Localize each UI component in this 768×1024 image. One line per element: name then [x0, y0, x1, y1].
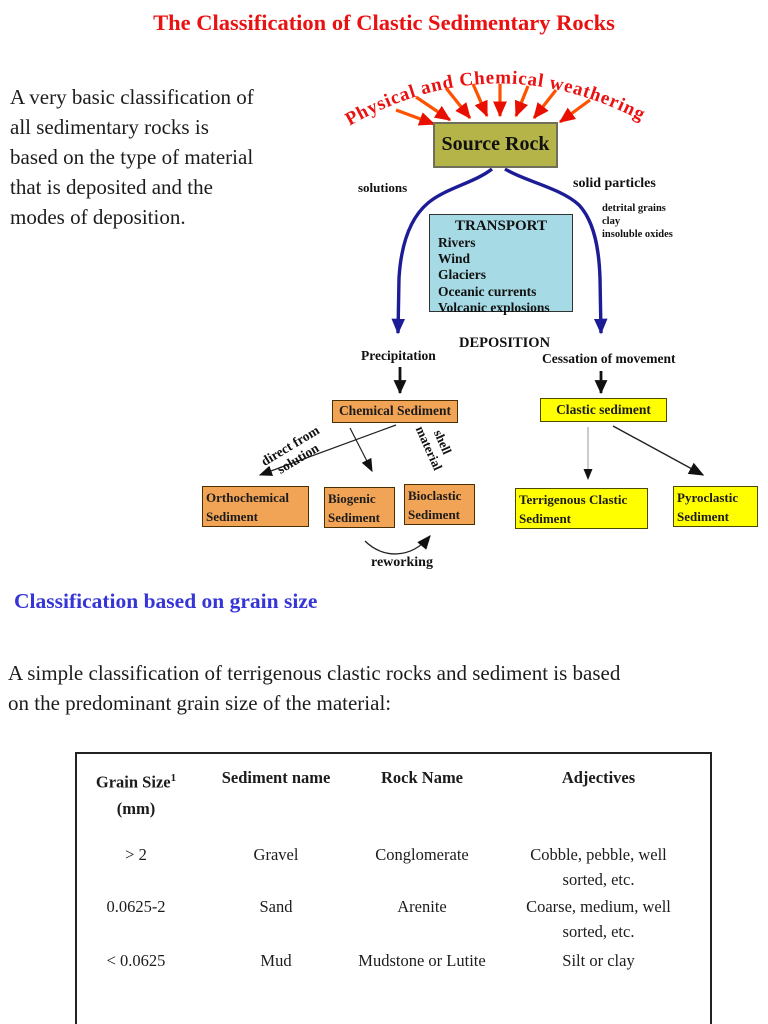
table-cell-grain-size: < 0.0625 [106, 951, 166, 970]
intro-line: modes of deposition. [10, 205, 186, 229]
column-header-sediment: Sediment name [221, 768, 331, 787]
intro-line: based on the type of material [10, 145, 254, 169]
pyroclastic-sediment-box: Pyroclastic Sediment [673, 486, 758, 527]
orthochemical-sediment-box: Orthochemical Sediment [202, 486, 309, 527]
page-title: The Classification of Clastic Sedimentar… [153, 10, 615, 35]
weathering-arc-label: Physical and Chemical weathering [342, 67, 649, 130]
column-header-rock: Rock Name [380, 768, 464, 787]
table-cell-grain-size: 0.0625-2 [106, 897, 166, 916]
table-cell-rock: Conglomerate [375, 845, 469, 864]
grain-size-table: Grain Size1 (mm) Sediment name Rock Name… [75, 752, 712, 1024]
deposition-label: DEPOSITION [459, 335, 551, 351]
solutions-label: solutions [358, 180, 408, 195]
table-cell-adjectives: Coarse, medium, well sorted, etc. [526, 897, 671, 941]
table-cell-adjectives: Silt or clay [562, 951, 635, 970]
table-cell-sediment: Mud [260, 951, 292, 970]
table-cell-rock: Arenite [397, 897, 447, 916]
transport-title: TRANSPORT [455, 218, 547, 234]
clastic-sediment-box: Clastic sediment [540, 398, 667, 422]
section-intro-paragraph: A simple classification of terrigenous c… [8, 658, 766, 718]
branch-arrows [258, 424, 705, 555]
table-cell-adjectives: Cobble, pebble, well sorted, etc. [530, 845, 667, 889]
terrigenous-clastic-sediment-box: Terrigenous Clastic Sediment [515, 488, 648, 529]
particle-types-list: detrital grains clay insoluble oxides [602, 202, 673, 242]
transport-item: Volcanic explosions [438, 299, 550, 315]
particle-type: clay [602, 216, 621, 228]
table-cell-grain-size: > 2 [125, 845, 147, 864]
intro-paragraph: A very basic classification of all sedim… [10, 82, 350, 232]
intro-line: all sedimentary rocks is [10, 115, 209, 139]
transport-path-arrows [391, 167, 608, 335]
chemical-sediment-box: Chemical Sediment [332, 400, 458, 423]
table-cell-rock: Mudstone or Lutite [358, 951, 486, 970]
section-intro-line: on the predominant grain size of the mat… [8, 691, 392, 715]
source-rock-box: Source Rock [433, 122, 558, 168]
section-heading: Classification based on grain size [14, 589, 318, 613]
transport-item: Wind [438, 251, 471, 267]
table-cell-sediment: Gravel [253, 845, 299, 864]
section-intro-line: A simple classification of terrigenous c… [8, 661, 621, 685]
intro-line: that is deposited and the [10, 175, 213, 199]
bioclastic-sediment-box: Bioclastic Sediment [404, 484, 475, 525]
cessation-label: Cessation of movement [542, 351, 676, 366]
transport-item: Glaciers [438, 267, 486, 283]
transport-item: Rivers [438, 235, 476, 250]
biogenic-sediment-box: Biogenic Sediment [324, 487, 395, 528]
weathering-arrows-icon [395, 83, 591, 126]
column-header-adjectives: Adjectives [561, 768, 636, 787]
transport-box: TRANSPORT Rivers Wind Glaciers Oceanic c… [429, 214, 573, 315]
precipitation-label: Precipitation [361, 348, 436, 363]
intro-line: A very basic classification of [10, 85, 254, 109]
reworking-label: reworking [371, 555, 433, 570]
table-cell-sediment: Sand [259, 897, 293, 916]
column-header-grain-size: Grain Size1 (mm) [95, 772, 177, 818]
footnote-marker: 1 [170, 772, 177, 784]
column-header-grain-unit: (mm) [116, 798, 156, 818]
transport-item: Oceanic currents [438, 283, 537, 299]
solid-particles-label: solid particles [573, 176, 656, 191]
deposition-arrows [393, 367, 608, 395]
particle-type: detrital grains [602, 203, 666, 214]
particle-type: insoluble oxides [602, 229, 673, 241]
